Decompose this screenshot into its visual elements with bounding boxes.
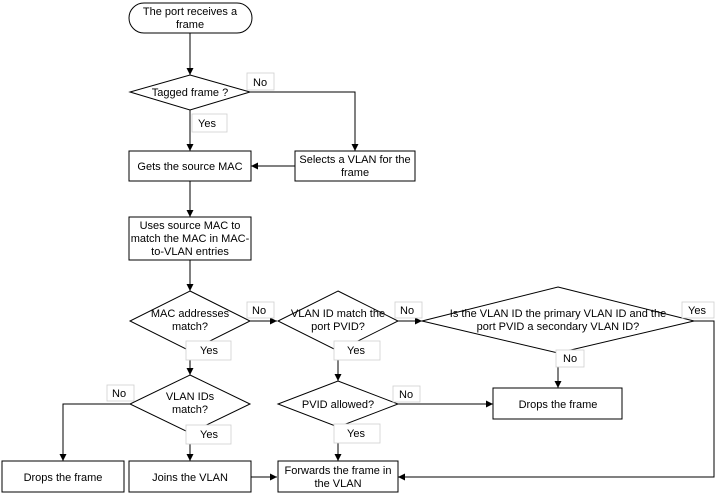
connectors (59, 33, 715, 481)
start-terminal (128, 2, 253, 34)
process-gets-source-mac (128, 150, 252, 182)
primary-check-label-line-2: port PVID a secondary VLAN ID? (477, 321, 640, 333)
vlan-ids-match-label-line-1: VLAN IDs (166, 391, 215, 403)
start-label-line-1: The port receives a (143, 6, 238, 18)
tag-box-pvid-allowed-yes (333, 423, 381, 444)
tag-primary-no: No (563, 353, 577, 365)
tag-vlan-pvid-yes: Yes (347, 345, 365, 357)
forwards-label-line-1: Forwards the frame in (285, 465, 392, 477)
tagged-frame-label: Tagged frame ? (152, 87, 228, 99)
mac-match-label-line-2: match? (172, 321, 208, 333)
decision-primary-secondary-vlan (421, 286, 695, 354)
tag-pvid-allowed-no: No (399, 389, 413, 401)
tag-box-tagged-yes (191, 113, 228, 133)
tag-primary-yes: Yes (688, 305, 706, 317)
tag-vlan-ids-yes: Yes (200, 429, 218, 441)
tag-box-tagged-no (246, 72, 275, 91)
tag-box-vlan-pvid-no (394, 301, 423, 319)
selects-vlan-label-line-2: frame (341, 167, 369, 179)
process-uses-source-mac (128, 216, 252, 261)
process-forwards-frame (277, 460, 399, 493)
tag-vlan-pvid-no: No (400, 305, 414, 317)
drops-right-label: Drops the frame (519, 399, 598, 411)
tag-box-vlan-ids-no (106, 384, 135, 402)
arrow-vlan-ids-no-to-drops (59, 403, 150, 461)
pvid-allowed-label: PVID allowed? (302, 399, 374, 411)
uses-mac-label-line-2: match the MAC in MAC- (131, 233, 250, 245)
shapes (1, 2, 695, 493)
process-drops-frame-right (492, 387, 623, 420)
vlan-pvid-label-line-2: port PVID? (311, 321, 365, 333)
tag-box-primary-no (555, 349, 585, 368)
tag-pvid-allowed-yes: Yes (347, 428, 365, 440)
gets-mac-label: Gets the source MAC (137, 161, 242, 173)
tag-box-vlan-ids-yes (185, 424, 232, 445)
mac-match-label-line-1: MAC addresses (151, 308, 230, 320)
decision-tagged-frame (128, 74, 252, 111)
tag-tagged-no: No (253, 77, 267, 89)
arrow-primary-check-yes-to-forwards (398, 320, 715, 481)
uses-mac-label-line-3: to-VLAN entries (151, 246, 229, 258)
tag-box-vlan-pvid-yes (333, 340, 381, 361)
tag-box-primary-yes (681, 301, 715, 319)
vlan-pvid-label-line-1: VLAN ID match the (291, 308, 385, 320)
arrow-tagged-no-to-selects-vlan (250, 91, 359, 151)
process-selects-vlan (294, 150, 416, 182)
tag-mac-match-no: No (252, 305, 266, 317)
primary-check-label-line-1: Is the VLAN ID the primary VLAN ID and t… (450, 308, 666, 320)
tag-box-mac-match-no (246, 301, 275, 319)
tag-vlan-ids-no: No (112, 388, 126, 400)
tag-mac-match-yes: Yes (200, 345, 218, 357)
drops-left-label: Drops the frame (24, 472, 103, 484)
branch-tags: No Yes No No Yes Yes Yes No No No Yes Ye… (106, 72, 715, 445)
tag-box-pvid-allowed-no (392, 385, 421, 403)
vlan-ids-match-label-line-2: match? (172, 404, 208, 416)
node-labels: The port receives a frame Tagged frame ?… (24, 6, 667, 490)
uses-mac-label-line-1: Uses source MAC to (140, 220, 241, 232)
joins-label: Joins the VLAN (152, 472, 228, 484)
process-drops-frame-left (1, 460, 125, 493)
start-label-line-2: frame (176, 19, 204, 31)
selects-vlan-label-line-1: Selects a VLAN for the (299, 154, 410, 166)
tag-box-mac-match-yes (185, 340, 232, 361)
tag-tagged-yes: Yes (198, 118, 216, 130)
forwards-label-line-2: the VLAN (314, 478, 361, 490)
process-joins-vlan (128, 460, 252, 493)
